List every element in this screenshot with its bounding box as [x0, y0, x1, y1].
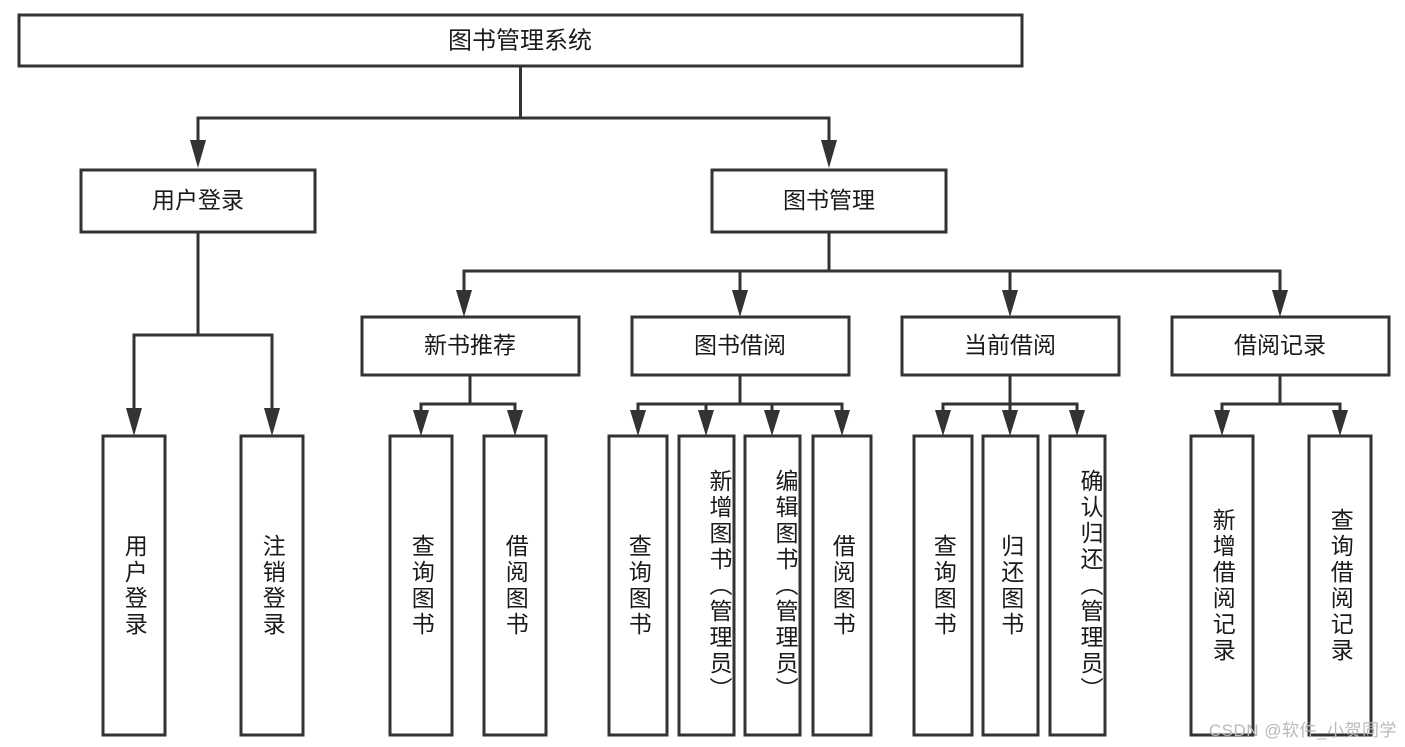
node-book-borrow-rect[interactable] — [630, 315, 851, 377]
connector-layer — [126, 64, 1348, 436]
node-new-book-recommend-rect[interactable] — [360, 315, 581, 377]
arrow-head-bookborrow-leaf2 — [698, 410, 714, 436]
leaf-logout-rect[interactable] — [239, 434, 305, 737]
node-user-login[interactable]: 用户登录 — [79, 168, 317, 234]
arrow-head-user-login — [190, 140, 206, 168]
node-book-management-rect[interactable] — [710, 168, 948, 234]
node-current-borrow[interactable]: 当前借阅 — [900, 315, 1121, 377]
arrow-head-bookborrow-leaf1 — [630, 410, 646, 436]
leaf-borrow-edit-rect[interactable] — [743, 434, 802, 737]
arrow-head-current-borrow — [1002, 290, 1018, 317]
node-user-login-rect[interactable] — [79, 168, 317, 234]
leaf-current-return-rect[interactable] — [981, 434, 1040, 737]
node-new-book-recommend-label: 新书推荐 — [424, 332, 516, 358]
leaf-record-query-rect[interactable] — [1307, 434, 1373, 737]
node-borrow-record-rect[interactable] — [1170, 315, 1391, 377]
node-book-management[interactable]: 图书管理 — [710, 168, 948, 234]
arrow-head-new-book — [456, 290, 472, 317]
leaf-borrow-query-rect[interactable] — [607, 434, 669, 737]
leaf-user-login-rect[interactable] — [101, 434, 167, 737]
node-current-borrow-rect[interactable] — [900, 315, 1121, 377]
arrow-head-leaf-user-login — [126, 408, 142, 436]
arrow-head-borrowrecord-leaf2 — [1332, 410, 1348, 436]
arrow-head-book-borrow — [732, 290, 748, 317]
arrow-head-newbook-leaf2 — [507, 410, 523, 436]
arrow-head-borrow-record — [1272, 290, 1288, 317]
node-user-login-label: 用户登录 — [152, 187, 244, 213]
leaf-newbook-borrow-rect[interactable] — [482, 434, 548, 737]
leaf-borrow-lend-rect[interactable] — [811, 434, 873, 737]
node-root-rect[interactable] — [17, 13, 1024, 68]
leaf-current-query-rect[interactable] — [912, 434, 974, 737]
leaf-rect-layer — [101, 434, 1373, 737]
arrow-head-book-mgmt — [821, 140, 837, 168]
arrow-head-currentborrow-leaf3 — [1069, 410, 1085, 436]
leaf-current-confirm-rect[interactable] — [1048, 434, 1107, 737]
node-book-borrow-label: 图书借阅 — [694, 332, 786, 358]
node-borrow-record-label: 借阅记录 — [1234, 332, 1326, 358]
arrow-head-bookborrow-leaf3 — [764, 410, 780, 436]
leaf-newbook-query-rect[interactable] — [388, 434, 454, 737]
arrow-head-bookborrow-leaf4 — [834, 410, 850, 436]
node-book-borrow[interactable]: 图书借阅 — [630, 315, 851, 377]
node-current-borrow-label: 当前借阅 — [964, 332, 1056, 358]
arrow-head-newbook-leaf1 — [413, 410, 429, 436]
arrow-head-leaf-logout — [264, 408, 280, 436]
arrow-head-currentborrow-leaf2 — [1002, 410, 1018, 436]
leaf-record-add-rect[interactable] — [1189, 434, 1255, 737]
node-book-management-label: 图书管理 — [783, 187, 875, 213]
arrow-head-currentborrow-leaf1 — [935, 410, 951, 436]
node-borrow-record[interactable]: 借阅记录 — [1170, 315, 1391, 377]
node-root-label: 图书管理系统 — [448, 27, 592, 54]
leaf-borrow-add-rect[interactable] — [677, 434, 736, 737]
node-root[interactable]: 图书管理系统 — [17, 13, 1024, 68]
node-new-book-recommend[interactable]: 新书推荐 — [360, 315, 581, 377]
watermark-text: CSDN @软件_小贺同学 — [1208, 721, 1397, 740]
arrow-head-borrowrecord-leaf1 — [1214, 410, 1230, 436]
